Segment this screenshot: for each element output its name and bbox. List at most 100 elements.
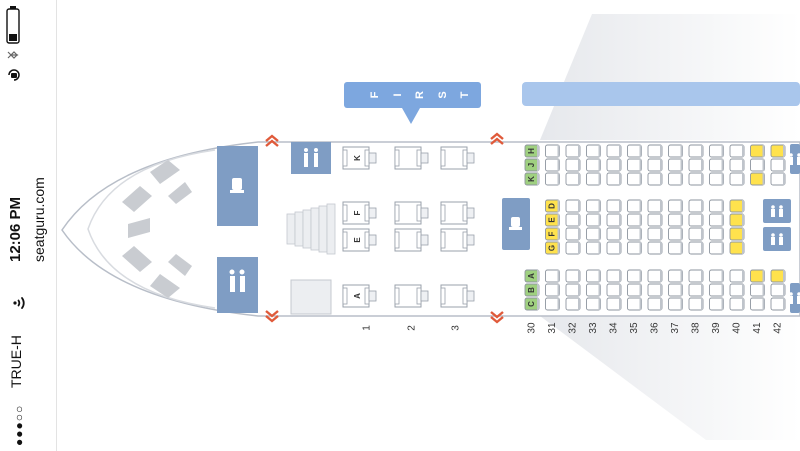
economy-seat[interactable]: [750, 269, 765, 283]
economy-seat[interactable]: [647, 144, 663, 158]
economy-seat[interactable]: [545, 172, 560, 186]
economy-seat[interactable]: [627, 283, 642, 297]
economy-seat[interactable]: [606, 227, 622, 241]
economy-seat[interactable]: [709, 297, 724, 311]
economy-seat[interactable]: E: [545, 213, 560, 227]
economy-seat[interactable]: [565, 158, 581, 172]
economy-seat[interactable]: [606, 213, 622, 227]
economy-seat[interactable]: [606, 144, 622, 158]
economy-seat[interactable]: [750, 297, 765, 311]
economy-seat[interactable]: [709, 199, 724, 213]
economy-seat[interactable]: [647, 227, 663, 241]
economy-seat[interactable]: [688, 283, 704, 297]
economy-seat[interactable]: [688, 158, 704, 172]
economy-seat[interactable]: [627, 172, 642, 186]
economy-seat[interactable]: [545, 144, 560, 158]
economy-seat[interactable]: [586, 158, 601, 172]
economy-seat[interactable]: [688, 269, 704, 283]
economy-seat[interactable]: [668, 241, 683, 255]
economy-seat[interactable]: K: [524, 172, 540, 186]
economy-seat[interactable]: [709, 283, 724, 297]
economy-seat[interactable]: [565, 144, 581, 158]
economy-seat[interactable]: [647, 283, 663, 297]
economy-seat[interactable]: C: [524, 297, 540, 311]
economy-seat[interactable]: [606, 241, 622, 255]
economy-seat[interactable]: [606, 199, 622, 213]
economy-seat[interactable]: [565, 199, 581, 213]
economy-seat[interactable]: [647, 297, 663, 311]
first-class-seat[interactable]: [394, 146, 429, 170]
economy-seat[interactable]: [668, 172, 683, 186]
economy-seat[interactable]: [565, 297, 581, 311]
first-class-seat[interactable]: [440, 228, 475, 252]
economy-seat[interactable]: [729, 227, 745, 241]
economy-seat[interactable]: [729, 283, 745, 297]
economy-seat[interactable]: [729, 213, 745, 227]
economy-seat[interactable]: [627, 297, 642, 311]
economy-seat[interactable]: [647, 213, 663, 227]
economy-seat[interactable]: [545, 269, 560, 283]
first-class-seat[interactable]: F: [342, 201, 377, 225]
economy-seat[interactable]: [647, 199, 663, 213]
economy-seat[interactable]: [627, 144, 642, 158]
economy-seat[interactable]: G: [545, 241, 560, 255]
economy-seat[interactable]: [770, 144, 786, 158]
economy-seat[interactable]: [586, 297, 601, 311]
economy-seat[interactable]: [750, 283, 765, 297]
economy-seat[interactable]: [586, 172, 601, 186]
first-class-seat[interactable]: K: [342, 146, 377, 170]
first-class-seat[interactable]: [394, 228, 429, 252]
economy-seat[interactable]: [565, 269, 581, 283]
economy-seat[interactable]: [709, 158, 724, 172]
economy-seat[interactable]: [729, 144, 745, 158]
economy-seat[interactable]: [647, 172, 663, 186]
first-class-seat[interactable]: E: [342, 228, 377, 252]
economy-seat[interactable]: [545, 158, 560, 172]
first-class-seat[interactable]: A: [342, 284, 377, 308]
economy-seat[interactable]: [606, 158, 622, 172]
economy-seat[interactable]: [770, 297, 786, 311]
economy-seat[interactable]: [627, 213, 642, 227]
economy-seat[interactable]: [709, 227, 724, 241]
economy-seat[interactable]: [750, 172, 765, 186]
economy-seat[interactable]: [565, 227, 581, 241]
economy-seat[interactable]: D: [545, 199, 560, 213]
economy-seat[interactable]: [586, 241, 601, 255]
economy-seat[interactable]: [647, 269, 663, 283]
economy-seat[interactable]: [586, 269, 601, 283]
economy-seat[interactable]: [586, 144, 601, 158]
economy-seat[interactable]: F: [545, 227, 560, 241]
economy-seat[interactable]: [668, 158, 683, 172]
economy-seat[interactable]: A: [524, 269, 540, 283]
economy-seat[interactable]: [688, 172, 704, 186]
economy-seat[interactable]: [729, 199, 745, 213]
economy-seat[interactable]: [770, 283, 786, 297]
first-class-seat[interactable]: [394, 201, 429, 225]
economy-seat[interactable]: [586, 227, 601, 241]
economy-seat[interactable]: [668, 213, 683, 227]
economy-seat[interactable]: [565, 283, 581, 297]
page-url[interactable]: seatguru.com: [31, 177, 47, 262]
economy-seat[interactable]: [750, 158, 765, 172]
first-class-seat[interactable]: [440, 146, 475, 170]
economy-seat[interactable]: [545, 283, 560, 297]
economy-seat[interactable]: [586, 213, 601, 227]
economy-seat[interactable]: [729, 158, 745, 172]
economy-seat[interactable]: [729, 241, 745, 255]
economy-seat[interactable]: [606, 269, 622, 283]
economy-seat[interactable]: [770, 172, 786, 186]
economy-seat[interactable]: [688, 144, 704, 158]
economy-seat[interactable]: [770, 158, 786, 172]
economy-seat[interactable]: [668, 269, 683, 283]
economy-seat[interactable]: [770, 269, 786, 283]
economy-seat[interactable]: [709, 269, 724, 283]
economy-seat[interactable]: [627, 269, 642, 283]
economy-seat[interactable]: [688, 199, 704, 213]
economy-seat[interactable]: [729, 269, 745, 283]
economy-seat[interactable]: [668, 199, 683, 213]
economy-seat[interactable]: [545, 297, 560, 311]
economy-seat[interactable]: [688, 241, 704, 255]
first-class-seat[interactable]: [440, 201, 475, 225]
economy-seat[interactable]: [627, 227, 642, 241]
economy-seat[interactable]: [729, 297, 745, 311]
